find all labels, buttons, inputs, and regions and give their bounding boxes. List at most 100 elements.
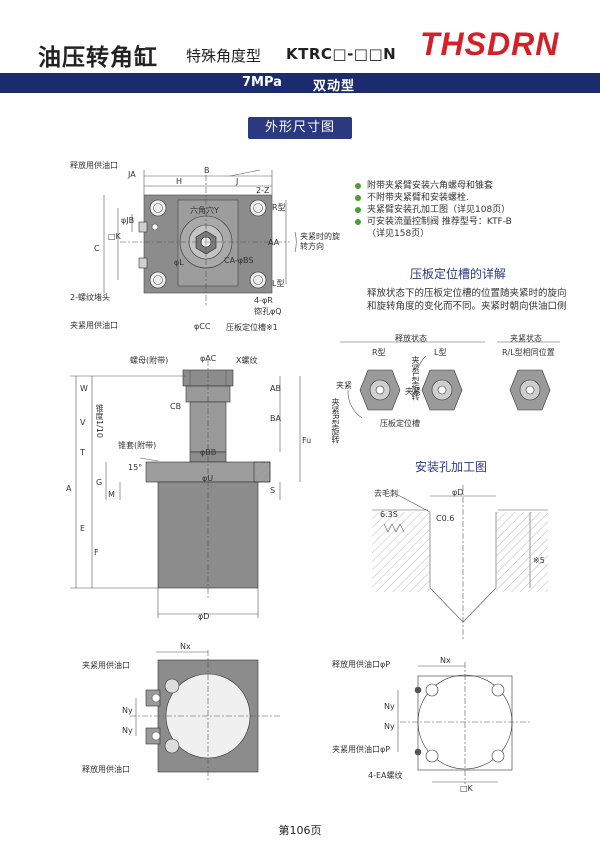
bullet-icon (355, 207, 361, 213)
sleeve-label: 锥套(附带) (118, 441, 157, 450)
bottom-left-drawing (130, 650, 280, 780)
clamp-port-label: 夹紧用供油口 (70, 321, 118, 330)
hex-socket-label: 六角穴Y (190, 206, 219, 215)
page-title: 油压转角缸 (38, 45, 158, 71)
groove-note-label: 压板定位槽※1 (226, 323, 278, 332)
dim-4r: 4-φR (254, 296, 273, 305)
bl-dim-ny2: Ny (122, 726, 133, 735)
dim-j: J (236, 177, 239, 186)
angle-15-label: 15° (128, 463, 143, 472)
dim-b: B (204, 166, 210, 175)
brand-logo: THSDRN (420, 26, 560, 62)
note-item: 不附带夹紧臂和安装螺栓. (355, 192, 512, 204)
clamp-l-rotation-label: 夹紧L型旋转 (411, 356, 420, 401)
top-view-drawing (103, 169, 297, 305)
pressure-label: 7MPa (242, 75, 282, 90)
roughness-label: 6.3S (380, 510, 398, 519)
hole-title: 安装孔加工图 (415, 460, 488, 474)
nut-label: 螺母(附带) (130, 356, 169, 365)
note-item-tail: （详见158页） (367, 229, 430, 239)
clamp-label-r: 夹紧 (336, 381, 352, 390)
dim-g: G (96, 478, 103, 487)
dim-d: φD (198, 612, 210, 621)
dim-v: V (80, 418, 86, 427)
bl-clamp-port-label: 夹紧用供油口 (82, 661, 130, 670)
dim-f: F (94, 548, 99, 557)
dim-m: M (108, 490, 115, 499)
br-dim-nx: Nx (440, 656, 451, 665)
bl-release-port-label: 释放用供油口 (82, 765, 130, 774)
br-dim-ny1: Ny (384, 702, 395, 711)
notes-list: 附带夹紧臂安装六角螺母和锥套 不附带夹紧臂和安装螺栓. 夹紧臂安装孔加工图（详见… (355, 180, 512, 240)
rotation-label: 夹紧时的旋转方向 (300, 232, 340, 251)
state-l-type: L型 (434, 348, 447, 357)
page-header: 油压转角缸 特殊角度型 KTRC□-□□N THSDRN (0, 0, 600, 72)
br-release-port-label: 释放用供油口φP (332, 660, 391, 669)
dim-ac: φAC (200, 354, 217, 363)
groove-description: 释放状态下的压板定位槽的位置随夹紧时的旋向和旋转角度的变化而不同。夹紧时朝向供油… (367, 288, 567, 312)
dim-e: E (80, 524, 86, 533)
release-state-label: 释放状态 (395, 334, 427, 343)
dim-a: A (66, 484, 72, 493)
page-subtitle: 特殊角度型 (186, 47, 262, 65)
bullet-icon (355, 219, 361, 225)
spec-band: 7MPa 双动型 (0, 73, 600, 94)
dim-t: T (80, 448, 85, 457)
dim-bb: φBB (200, 448, 217, 457)
groove-state-diagrams (340, 341, 560, 419)
groove-title: 压板定位槽的详解 (410, 267, 507, 281)
depth-note: ※5 (533, 556, 545, 565)
front-view-drawing (70, 360, 301, 618)
dim-ja: JA (128, 170, 136, 179)
note-item: 可安装流量控制阀 推荐型号：KTF-B (355, 216, 512, 228)
clamp-label-l: 夹紧 (405, 387, 421, 396)
state-rl-same: R/L型相同位置 (502, 348, 555, 357)
br-ea-thread-label: 4-EA螺纹 (368, 771, 403, 780)
hole-d-dim: φD (452, 488, 464, 497)
dim-ca: CA-φBS (224, 256, 254, 265)
page-number: 第106页 (278, 824, 322, 837)
dim-cb: CB (170, 402, 182, 411)
note-item: 附带夹紧臂安装六角螺母和锥套 (355, 180, 512, 192)
x-thread-label: X螺纹 (236, 356, 258, 365)
locator-groove-label: 压板定位槽 (380, 419, 420, 428)
bl-dim-ny1: Ny (122, 706, 133, 715)
br-dim-k: □K (460, 784, 473, 793)
br-dim-ny2: Ny (384, 722, 395, 731)
chamfer-label: C0.6 (436, 514, 455, 523)
clamp-r-rotation-label: 夹紧R型旋转 (331, 398, 340, 444)
dim-jb: φJB (121, 216, 135, 225)
dim-cc: φCC (194, 322, 211, 331)
dim-ab: AB (270, 384, 281, 393)
model-code: KTRC□-□□N (286, 45, 397, 63)
note-item: 夹紧臂安装孔加工图（详见108页） (355, 204, 512, 216)
section-title: 外形尺寸图 (248, 117, 352, 139)
action-type-label: 双动型 (313, 79, 356, 94)
bottom-right-drawing (397, 662, 530, 784)
r-type-label: R型 (272, 203, 286, 212)
dim-2z: 2-Z (256, 186, 270, 195)
br-clamp-port-label: 夹紧用供油口φP (332, 745, 391, 754)
dim-w: W (80, 384, 88, 393)
bullet-icon (355, 195, 361, 201)
release-port-label: 释放用供油口 (70, 161, 118, 170)
counterbore-label: 锪孔φQ (254, 307, 282, 316)
taper-label: 锥度1/10 (95, 404, 104, 438)
l-type-label: L型 (272, 279, 285, 288)
mounting-hole-drawing (372, 485, 548, 640)
dim-ba: BA (270, 414, 281, 423)
dim-s: S (270, 486, 276, 495)
dim-u: φU (202, 474, 214, 483)
dim-fu: Fu (302, 436, 312, 445)
bullet-icon (355, 183, 361, 189)
dim-c: C (94, 244, 100, 253)
dim-k: □K (108, 232, 121, 241)
bl-dim-nx: Nx (180, 642, 191, 651)
plug-label: 2-螺纹堵头 (70, 293, 110, 302)
dim-l: φL (174, 258, 184, 267)
dim-h: H (176, 177, 183, 186)
dim-aa: AA (268, 238, 280, 247)
deburr-label: 去毛刺 (374, 489, 398, 498)
state-r-type: R型 (372, 348, 386, 357)
